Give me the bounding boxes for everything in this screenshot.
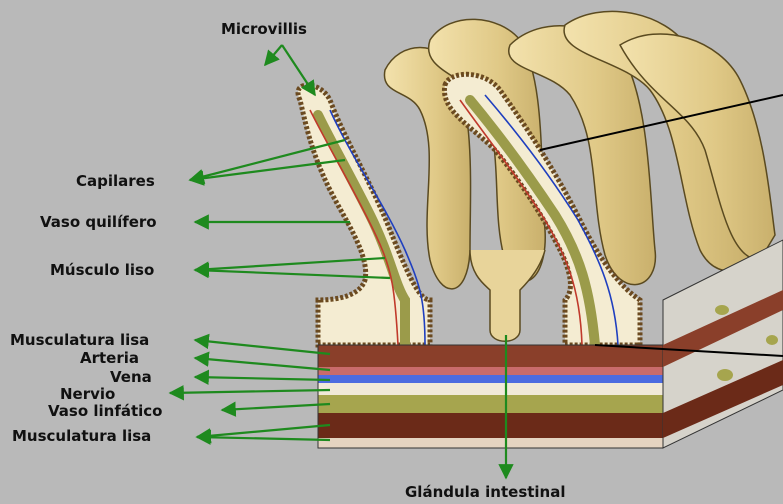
layer-base [318,438,663,448]
label-arteria: Arteria [80,349,139,367]
layer-lymph [318,395,663,413]
label-glandula-intestinal: Glándula intestinal [405,483,566,501]
label-nervio: Nervio [60,385,115,403]
layer-nerve [318,383,663,395]
layer-artery [318,367,663,375]
arrow-musculatura-lisa-bottom-2 [197,437,330,440]
label-musculatura-lisa-bottom: Musculatura lisa [12,427,151,445]
layer-muscle-bottom [318,413,663,438]
arrow-musculo-liso-1 [195,258,385,270]
block-side-dot-3 [766,335,778,345]
block-side-dot-2 [717,369,733,381]
gland-tube [470,250,545,341]
label-vaso-linfatico: Vaso linfático [48,402,163,420]
arrow-musculatura-lisa-top [195,340,330,354]
label-musculo-liso: Músculo liso [50,261,154,279]
arrow-vena [195,377,330,380]
block-side-dot-1 [715,305,729,315]
arrow-musculo-liso-2 [195,270,390,278]
arrow-musculatura-lisa-bottom-1 [197,425,330,437]
label-musculatura-lisa-top: Musculatura lisa [10,331,149,349]
front-villus-left [298,85,430,345]
arrow-vaso-linfatico [222,404,330,410]
label-vaso-quilifero: Vaso quilífero [40,213,157,231]
layer-vein [318,375,663,383]
layer-muscle-top [318,345,663,367]
arrow-nervio [170,390,330,393]
label-vena: Vena [110,368,152,386]
label-microvillis: Microvillis [221,20,307,38]
label-capilares: Capilares [76,172,155,190]
arrow-arteria [195,358,330,370]
arrow-microvillis-1 [265,45,282,65]
